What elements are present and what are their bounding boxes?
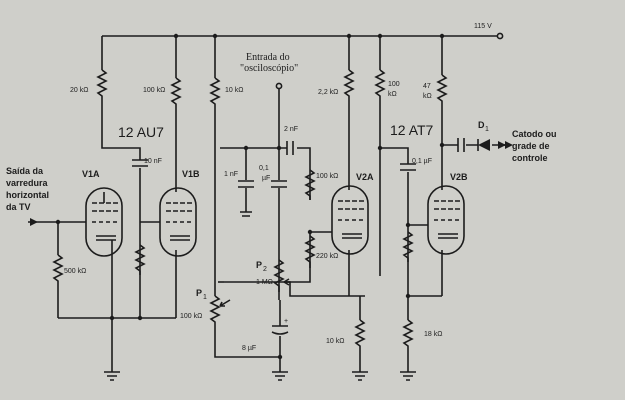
resistor-20k <box>96 69 108 100</box>
capacitor-2nf <box>286 141 294 155</box>
ground-icon <box>352 371 368 381</box>
source-label-line2: varredura <box>6 178 49 188</box>
capacitor-10nf <box>132 159 148 167</box>
tube-v1b <box>159 187 197 257</box>
r-220k-label: 220 kΩ <box>316 253 338 260</box>
r-10k-bottom-label: 10 kΩ <box>326 338 344 345</box>
tube-label-12au7: 12 AU7 <box>118 124 164 140</box>
c-01uf-a-label-2: µF <box>262 175 270 182</box>
output-label-line2: grade de <box>512 141 550 151</box>
ground-symbols <box>104 211 416 381</box>
c-01uf-b-label: 0,1 µF <box>412 158 432 165</box>
resistor-v2b-grid <box>402 231 414 262</box>
p2-label-sub: 2 <box>263 266 267 273</box>
ground-icon <box>240 211 252 217</box>
c-1nf-label: 1 nF <box>224 171 238 178</box>
r-2k2-label: 2,2 kΩ <box>318 89 338 96</box>
r-100k-b-label-1: 100 <box>388 81 400 88</box>
r-18k-label: 18 kΩ <box>424 331 442 338</box>
resistor-10k-top <box>209 77 221 108</box>
p1-label: P <box>196 288 202 298</box>
tube-v1a <box>85 187 123 257</box>
resistor-500k <box>52 254 64 285</box>
c-2nf-label: 2 nF <box>284 126 298 133</box>
r-47k-label-1: 47 <box>423 83 431 90</box>
input-title-line1: Entrada do <box>246 52 290 63</box>
output-label-line1: Catodo ou <box>512 129 557 139</box>
input-arrow-icon <box>30 218 38 226</box>
tube-label-12at7: 12 AT7 <box>390 122 434 138</box>
capacitor-01uf-b <box>400 163 416 171</box>
c-8uf-label: 8 µF <box>242 345 256 352</box>
p1-value-label: 100 kΩ <box>180 313 202 320</box>
r-47k-label-2: kΩ <box>423 93 432 100</box>
output-label-line3: controle <box>512 153 548 163</box>
p2-label: P <box>256 260 262 270</box>
labels: 115 V Entrada do "osciloscópio" 12 AU7 1… <box>6 23 557 352</box>
source-label-line3: horizontal <box>6 190 49 200</box>
potentiometer-p2 <box>273 259 285 292</box>
resistor-47k <box>436 74 448 105</box>
r-100k-c-label: 100 kΩ <box>316 173 338 180</box>
output-arrow-icon <box>505 141 513 149</box>
resistor-100k-c <box>304 169 316 200</box>
r-500k-label: 500 kΩ <box>64 268 86 275</box>
r-100k-b-label-2: kΩ <box>388 91 397 98</box>
p2-value-label: 1 MΩ <box>256 279 273 286</box>
tube-v1b-label: V1B <box>182 169 200 179</box>
potentiometer-p1 <box>209 295 221 326</box>
r-100k-a-label: 100 kΩ <box>143 87 165 94</box>
tube-v2a-label: V2A <box>356 172 374 182</box>
capacitors <box>132 138 465 335</box>
supply-voltage-label: 115 V <box>474 23 492 30</box>
c-10nf-label: 10 nF <box>144 158 162 165</box>
diode-d1 <box>477 139 506 151</box>
p1-label-sub: 1 <box>203 294 207 301</box>
diode-label: D <box>478 120 485 130</box>
oscilloscope-input-terminal <box>275 82 283 90</box>
diode-label-sub: 1 <box>485 126 489 133</box>
ground-icon <box>272 371 288 381</box>
source-label-line1: Saída da <box>6 166 44 176</box>
tube-v2b <box>427 185 465 255</box>
source-label-line4: da TV <box>6 202 31 212</box>
capacitor-01uf-a <box>271 180 287 188</box>
tube-v1a-label: V1A <box>82 169 100 179</box>
capacitor-1nf <box>238 180 254 188</box>
c-01uf-a-label-1: 0,1 <box>259 165 269 172</box>
resistor-100k-a <box>170 77 182 110</box>
resistor-v1b-grid <box>134 244 146 275</box>
supply-terminal <box>496 32 504 40</box>
c-8uf-plus: + <box>284 318 288 325</box>
ground-icon <box>400 371 416 381</box>
capacitor-output <box>457 138 465 152</box>
resistor-2k2 <box>343 69 355 100</box>
resistor-220k <box>304 235 316 268</box>
input-title-line2: "osciloscópio" <box>240 63 298 74</box>
tube-v2b-label: V2B <box>450 172 468 182</box>
r-20k-label: 20 kΩ <box>70 87 88 94</box>
r-10k-top-label: 10 kΩ <box>225 87 243 94</box>
tube-v2a <box>331 185 369 255</box>
capacitor-8uf <box>271 325 289 335</box>
resistor-18k <box>402 319 414 350</box>
ground-icon <box>104 371 120 381</box>
resistor-10k-bottom <box>354 319 366 350</box>
junction-dots <box>55 33 445 360</box>
resistors <box>52 69 448 350</box>
resistor-100k-b <box>374 69 386 102</box>
